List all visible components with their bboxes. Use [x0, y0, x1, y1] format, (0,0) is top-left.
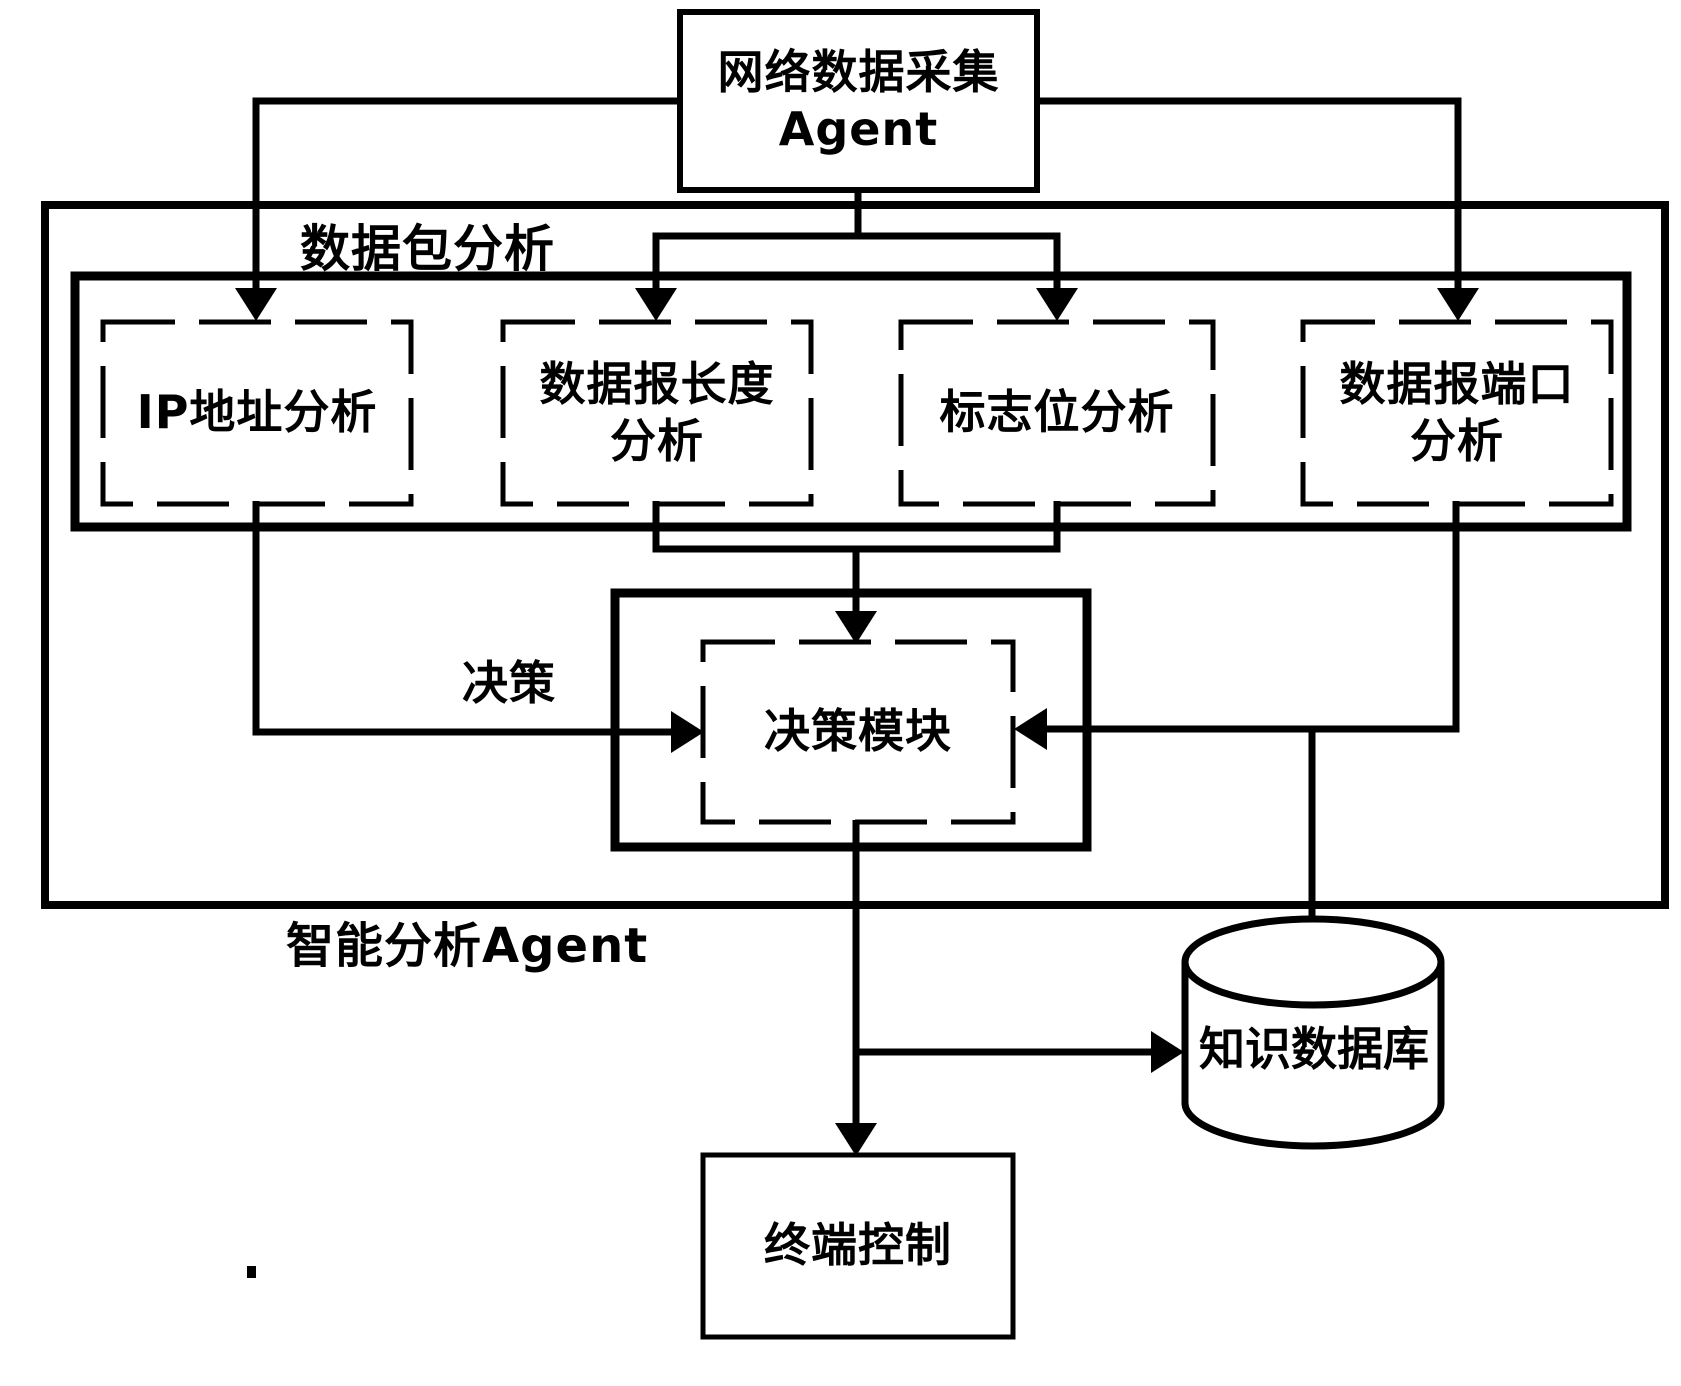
edge-decision-to-terminal [835, 820, 877, 1156]
length-analysis-label: 数据报长度 分析 [539, 356, 775, 469]
edge-collector-to-port-analysis [1037, 97, 1479, 321]
edge-middle-analyses-to-decision [652, 501, 1061, 644]
packet-analysis-region-label: 数据包分析 [300, 220, 555, 278]
terminal-control-label: 终端控制 [764, 1218, 952, 1273]
edge-ip-analysis-to-decision [252, 501, 704, 753]
flag-analysis-box [898, 319, 1216, 507]
edge-decision-to-knowledge-db [856, 1031, 1184, 1073]
flag-analysis-label: 标志位分析 [939, 385, 1175, 440]
edge-collector-to-middle-analyses [635, 187, 1078, 321]
decision-outer-box [610, 588, 1092, 852]
edge-collector-to-ip-analysis [235, 97, 680, 321]
decision-module-label: 决策模块 [764, 704, 952, 759]
packet-analysis-container-box [70, 271, 1632, 532]
terminal-control-box [700, 1152, 1016, 1340]
ink-dot-artifact [247, 1266, 256, 1278]
ip-analysis-label: IP地址分析 [136, 385, 378, 440]
edge-port-analysis-to-decision [1014, 501, 1460, 750]
port-analysis-label: 数据报端口 分析 [1339, 356, 1575, 469]
decision-edge-label: 决策 [462, 656, 556, 710]
collector-label: 网络数据采集 Agent [717, 44, 1000, 157]
intelligent-agent-region-label: 智能分析Agent [286, 918, 649, 974]
intelligent-agent-box [41, 201, 1669, 909]
length-analysis-box [500, 319, 814, 507]
port-analysis-box [1300, 319, 1614, 507]
ip-analysis-box [100, 319, 414, 507]
knowledge-db-label: 知识数据库 [1199, 1022, 1429, 1077]
decision-module-box [700, 639, 1016, 825]
knowledge-db-cylinder [1181, 915, 1445, 1150]
collector-box [677, 9, 1040, 193]
